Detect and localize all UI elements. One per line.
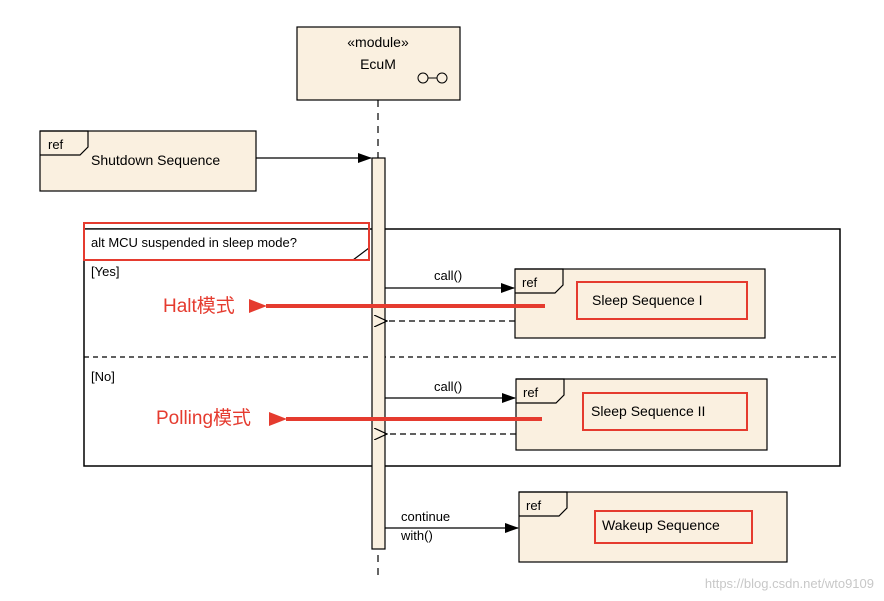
ref-frame <box>39 130 257 192</box>
alt-fragment: alt MCU suspended in sleep mode? [Yes] [… <box>83 222 841 467</box>
ref-tag: ref <box>526 498 542 513</box>
ref-tag: ref <box>522 275 538 290</box>
ref-tab <box>40 130 89 156</box>
ref-shutdown-label: Shutdown Sequence <box>91 152 220 168</box>
lifeline-ecum: «module» EcuM <box>296 26 461 575</box>
guard-no: [No] <box>91 369 115 384</box>
ref-frame <box>515 378 768 451</box>
watermark: https://blog.csdn.net/wto9109 <box>705 576 874 591</box>
ref-frame <box>514 268 766 339</box>
alt-condition-highlight <box>83 222 370 261</box>
ref-sleep2-label: Sleep Sequence II <box>591 403 705 419</box>
ref-wakeup-label: Wakeup Sequence <box>602 517 720 533</box>
ref-sleep1-label: Sleep Sequence I <box>592 292 703 308</box>
message-call-yes: call() <box>434 268 462 283</box>
alt-fragment-frame <box>83 228 841 467</box>
lifeline-name: EcuM <box>360 56 396 72</box>
sleep1-highlight <box>576 281 748 320</box>
ref-wakeup-sequence[interactable]: ref Wakeup Sequence <box>518 491 788 563</box>
activation-bar <box>371 157 386 550</box>
ref-tab <box>515 268 564 294</box>
ref-tag: ref <box>48 137 64 152</box>
sleep2-highlight <box>582 392 748 431</box>
ref-tab <box>519 491 568 517</box>
lifeline-head-box <box>296 26 461 101</box>
ref-sleep-sequence-1[interactable]: ref Sleep Sequence I <box>514 268 766 339</box>
halt-annotation: Halt模式 <box>163 295 235 317</box>
wakeup-highlight <box>594 510 753 544</box>
message-continue-line2: with() <box>400 528 433 543</box>
ref-sleep-sequence-2[interactable]: ref Sleep Sequence II <box>515 378 768 451</box>
ref-tab <box>516 378 565 404</box>
alt-condition-text: alt MCU suspended in sleep mode? <box>91 235 297 250</box>
ref-tag: ref <box>523 385 539 400</box>
polling-annotation: Polling模式 <box>156 407 251 429</box>
message-call-no: call() <box>434 379 462 394</box>
ref-shutdown-sequence[interactable]: ref Shutdown Sequence <box>39 130 257 192</box>
message-continue-line1: continue <box>401 509 450 524</box>
module-icon <box>417 72 448 84</box>
guard-yes: [Yes] <box>91 264 119 279</box>
ref-frame <box>518 491 788 563</box>
lifeline-stereotype: «module» <box>347 34 409 50</box>
